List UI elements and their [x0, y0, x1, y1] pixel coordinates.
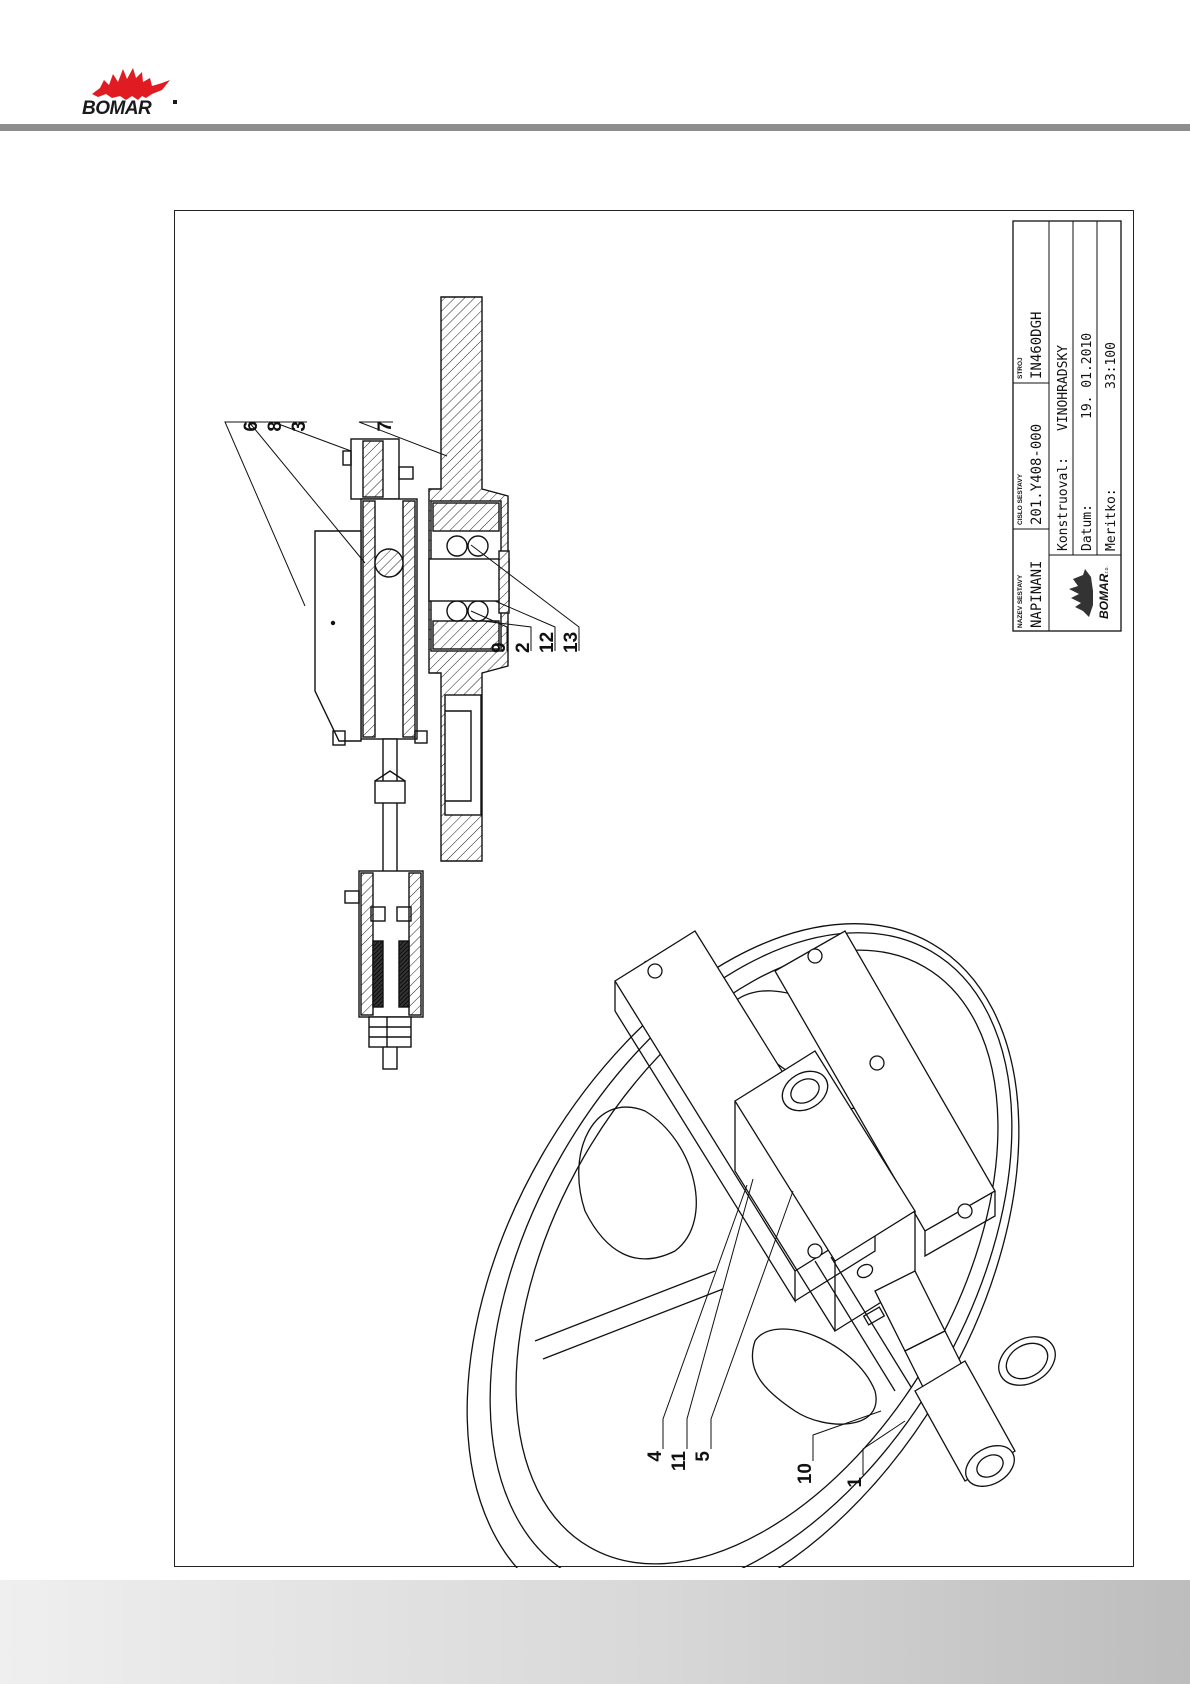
bearing-ball — [447, 601, 467, 621]
callout-1: 1 — [845, 1477, 866, 1488]
callout-12: 12 — [537, 632, 558, 653]
callout-11: 11 — [669, 1451, 690, 1472]
section-view — [315, 297, 509, 1069]
technical-drawing: 6 8 3 7 9 2 12 13 4 11 5 10 1 NAZEV SEST… — [175, 211, 1135, 1568]
nazev-value: NAPINANI — [1029, 561, 1045, 628]
callout-2: 2 — [513, 642, 534, 653]
cislo-value: 201.Y408-000 — [1029, 424, 1045, 525]
cislo-label: CISLO SESTAVY — [1017, 473, 1024, 525]
datum-value: 19. 01.2010 — [1080, 333, 1095, 419]
footer-band — [0, 1580, 1190, 1684]
callout-8: 8 — [265, 421, 286, 432]
logo-wordmark: BOMAR — [82, 98, 152, 119]
title-block-logo-text: BOMAR — [1097, 573, 1111, 619]
stegosaurus-icon — [92, 68, 170, 100]
drawing-frame: 6 8 3 7 9 2 12 13 4 11 5 10 1 NAZEV SEST… — [174, 210, 1134, 1567]
callout-5: 5 — [693, 1451, 714, 1462]
header-rule — [0, 124, 1190, 131]
callout-4: 4 — [645, 1451, 666, 1462]
stroj-label: STROJ — [1017, 357, 1024, 379]
stroj-value: IN460DGH — [1029, 312, 1045, 379]
callout-13: 13 — [561, 632, 582, 653]
datum-label: Datum: — [1080, 504, 1095, 551]
title-block-logo-suffix: s.r.o. — [1104, 566, 1110, 577]
isometric-view — [353, 828, 1133, 1568]
nazev-label: NAZEV SESTAVY — [1017, 574, 1024, 628]
bomar-logo: BOMAR — [82, 60, 182, 120]
konstruoval-label: Konstruoval: — [1056, 457, 1071, 551]
bearing-ball — [468, 536, 488, 556]
meritko-value: 33:100 — [1104, 342, 1119, 389]
cross-pin — [375, 549, 403, 577]
callout-7: 7 — [375, 421, 396, 432]
callout-9: 9 — [489, 642, 510, 653]
callout-3: 3 — [289, 421, 310, 432]
title-block: NAZEV SESTAVY NAPINANI CISLO SESTAVY 201… — [1013, 221, 1121, 631]
meritko-label: Meritko: — [1104, 488, 1119, 551]
konstruoval-value: VINOHRADSKY — [1056, 345, 1071, 431]
bearing-ball — [447, 536, 467, 556]
callout-6: 6 — [241, 421, 262, 432]
callout-10: 10 — [795, 1463, 816, 1484]
